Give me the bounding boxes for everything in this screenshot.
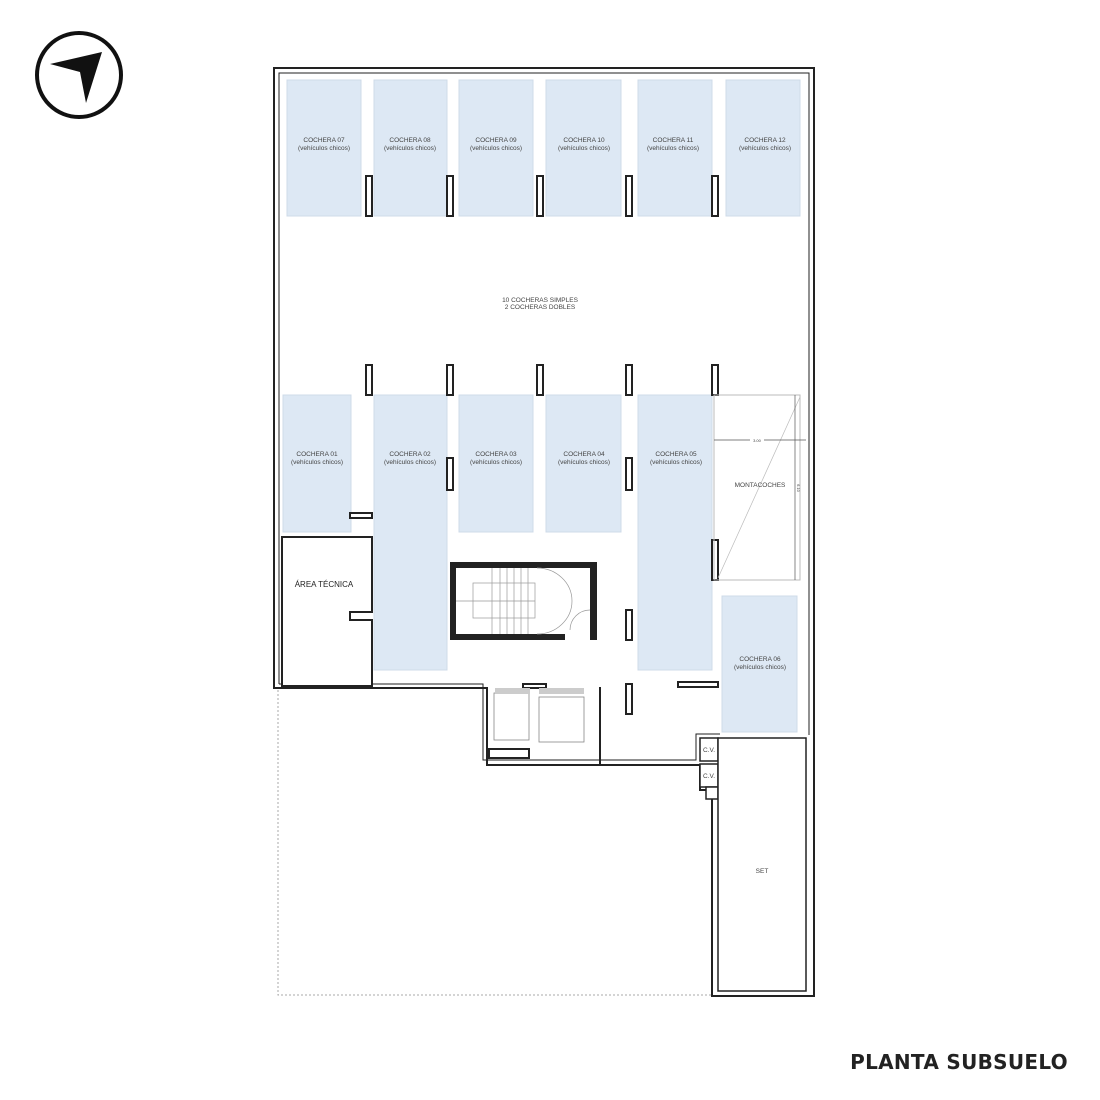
spot-07 [286,79,362,217]
spot-label: COCHERA 11 [653,137,694,144]
elevators [486,683,601,766]
montacoches-label: MONTACOCHES [735,482,786,489]
spot-label: COCHERA 09 [475,137,517,144]
summary-line-1: 10 COCHERAS SIMPLES [502,297,579,304]
summary-line-2: 2 COCHERAS DOBLES [505,304,576,311]
spot-label: COCHERA 02 [389,451,431,458]
inner-wall-line-2 [279,683,720,761]
spot-label: COCHERA 07 [303,137,345,144]
spot-04 [545,394,622,533]
spot-subtitle: (vehículos chicos) [739,145,791,152]
spot-subtitle: (vehículos chicos) [384,459,436,466]
north-arrow-icon [35,31,123,119]
spot-03 [458,394,534,533]
spot-label: COCHERA 08 [389,137,431,144]
spot-05 [637,394,713,671]
spot-label: COCHERA 01 [296,451,338,458]
cv-label-1: C.V. [703,747,715,754]
lift-width-dimension: 3.00 [753,438,762,443]
area-tecnica-label: ÁREA TÉCNICA [295,580,354,589]
spot-label: COCHERA 12 [744,137,786,144]
columns [349,175,719,715]
spot-label: COCHERA 06 [739,656,781,663]
lot-boundary [277,690,712,996]
spot-02 [373,394,448,671]
spot-subtitle: (vehículos chicos) [647,145,699,152]
spot-labels: COCHERA 07 (vehículos chicos) COCHERA 08… [291,137,791,671]
plan-title: PLANTA SUBSUELO [850,1050,1068,1074]
spot-subtitle: (vehículos chicos) [291,459,343,466]
spot-subtitle: (vehículos chicos) [298,145,350,152]
spot-label: COCHERA 05 [655,451,697,458]
set-room: SET [717,737,807,992]
spot-subtitle: (vehículos chicos) [384,145,436,152]
cv-label-2: C.V. [703,773,715,780]
car-lift: 3.00 6.10 MONTACOCHES [713,394,806,581]
set-label: SET [756,868,769,875]
spot-label: COCHERA 10 [563,137,605,144]
parking-spots [282,79,801,733]
spot-10 [545,79,622,217]
spot-subtitle: (vehículos chicos) [650,459,702,466]
spot-01 [282,394,352,533]
spot-12 [725,79,801,217]
spot-subtitle: (vehículos chicos) [470,459,522,466]
inner-wall-line [278,72,810,735]
spot-subtitle: (vehículos chicos) [470,145,522,152]
spot-11 [637,79,713,217]
spot-subtitle: (vehículos chicos) [558,145,610,152]
spot-subtitle: (vehículos chicos) [734,664,786,671]
spot-label: COCHERA 04 [563,451,605,458]
spot-label: COCHERA 03 [475,451,517,458]
spot-06 [721,595,798,733]
stairwell [450,562,597,640]
technical-area: ÁREA TÉCNICA [281,536,373,687]
spot-08 [373,79,448,217]
spot-subtitle: (vehículos chicos) [558,459,610,466]
lift-length-dimension: 6.10 [796,484,801,493]
spot-09 [458,79,534,217]
